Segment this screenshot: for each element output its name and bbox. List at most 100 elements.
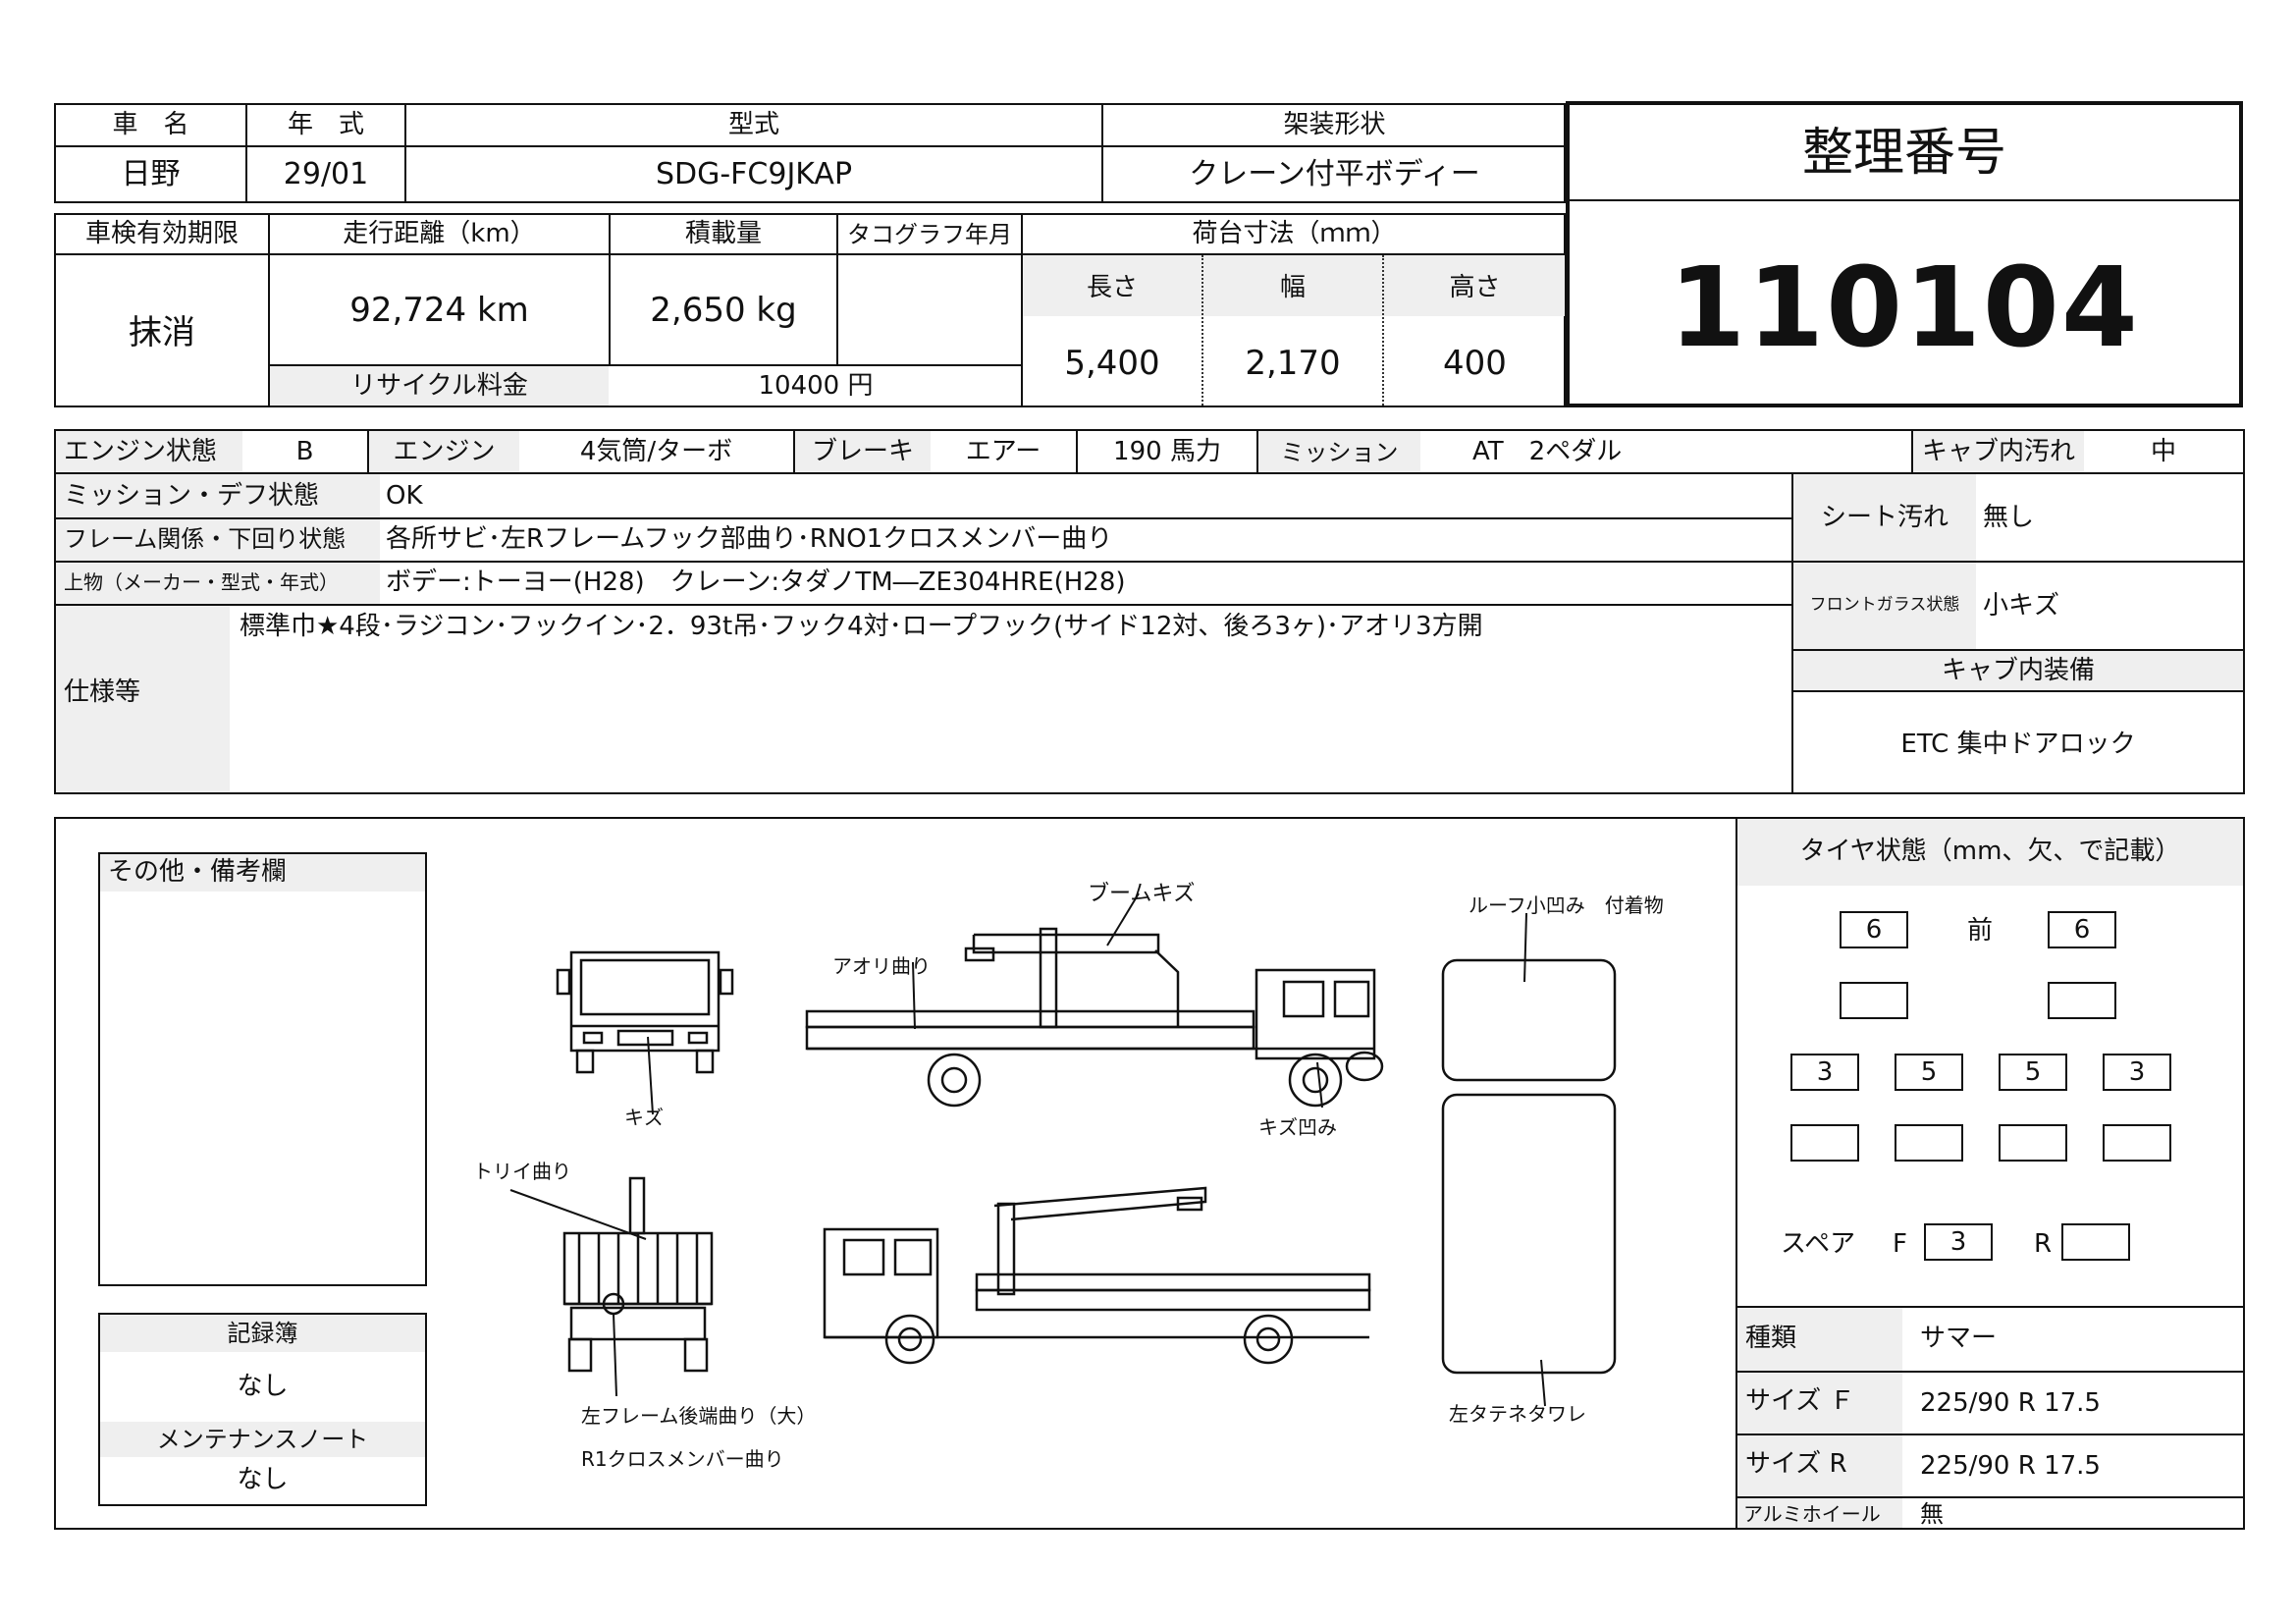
record-label: 記録簿: [227, 1320, 298, 1347]
mission-diff-value: OK: [386, 481, 423, 511]
tire-type-value: サマー: [1920, 1324, 1998, 1353]
spare-rear: [2061, 1223, 2130, 1261]
tire-front-left-inner: [1840, 982, 1908, 1019]
tire-rear-2-inner: [1895, 1124, 1963, 1162]
maintenance-label: メンテナンスノート: [156, 1426, 369, 1453]
tire-rear-2: 5: [1895, 1054, 1963, 1091]
left-frame-label: 左フレーム後端曲り（大）: [581, 1404, 817, 1428]
aori-bend-label: アオリ曲り: [832, 954, 931, 978]
truck-rear-view: [562, 1176, 714, 1373]
tire-title: タイヤ状態（mm、欠、で記載）: [1799, 837, 2181, 866]
horsepower: 190 馬力: [1113, 437, 1221, 466]
tire-rear-1: 3: [1790, 1054, 1859, 1091]
r1-cross-label: R1クロスメンバー曲り: [581, 1447, 784, 1471]
car-name: 日野: [121, 157, 181, 191]
scratch-dent-label: キズ凹み: [1258, 1115, 1337, 1139]
left-tate-label: 左タテネタワレ: [1449, 1402, 1586, 1426]
cab-dirt-value: 中: [2150, 437, 2176, 466]
boom-scratch-label: ブームキズ: [1088, 882, 1196, 906]
tire-type-label: 種類: [1745, 1324, 1797, 1353]
inspection-label: 車検有効期限: [84, 219, 239, 248]
capacity-label: 積載量: [684, 219, 762, 248]
height-value: 400: [1443, 344, 1507, 383]
record-value: なし: [237, 1372, 289, 1401]
truck-side-view-right: [823, 1186, 1371, 1365]
tire-front-right-inner: [2048, 982, 2116, 1019]
year: 29/01: [283, 157, 369, 191]
engine-label: エンジン: [393, 437, 496, 466]
height-label: 高さ: [1449, 273, 1501, 302]
tire-rear-1-inner: [1790, 1124, 1859, 1162]
front-label: 前: [1967, 916, 1994, 946]
mission-value: AT 2ペダル: [1472, 437, 1623, 466]
cab-equip-value: ETC 集中ドアロック: [1900, 730, 2136, 759]
spec-label: 仕様等: [64, 677, 141, 707]
seat-label: シート汚れ: [1820, 503, 1949, 532]
spare-label: スペア: [1781, 1229, 1856, 1259]
mission-label: ミッション: [1280, 439, 1399, 466]
body-label: 架装形状: [1283, 110, 1386, 139]
size-r-value: 225/90 R 17.5: [1920, 1451, 2101, 1481]
cab-dirt-label: キャブ内汚れ: [1921, 437, 2075, 466]
tire-rear-3-inner: [1999, 1124, 2067, 1162]
cab-equip-label: キャブ内装備: [1941, 656, 2095, 685]
frame-value: 各所サビ･左Rフレームフック部曲り･RNO1クロスメンバー曲り: [386, 524, 1113, 554]
tacho-label: タコグラフ年月: [847, 221, 1012, 248]
width-value: 2,170: [1245, 344, 1341, 383]
spare-f-label: F: [1893, 1229, 1907, 1259]
recycle-value: 10400 円: [758, 371, 874, 401]
model-label: 型式: [727, 110, 779, 139]
reference-number: 110104: [1669, 244, 2140, 372]
engine-state-label: エンジン状態: [64, 437, 218, 466]
length-label: 長さ: [1086, 273, 1138, 302]
engine-state-value: B: [295, 437, 314, 466]
scratch-label: キズ: [624, 1106, 664, 1129]
car-name-label: 車 名: [112, 110, 189, 139]
tire-front-right: 6: [2048, 911, 2116, 948]
size-f-value: 225/90 R 17.5: [1920, 1388, 2101, 1418]
mileage-value: 92,724 km: [349, 291, 529, 330]
frame-label: フレーム関係・下回り状態: [64, 525, 347, 553]
upper-label: 上物（メーカー・型式・年式）: [64, 570, 339, 594]
glass-value: 小キズ: [1983, 591, 2060, 621]
size-f-label: サイズ Ｆ: [1745, 1386, 1855, 1416]
truck-side-view-left: [805, 927, 1384, 1108]
brake-value: エアー: [965, 437, 1041, 466]
engine-value: 4気筒/ターボ: [579, 437, 733, 466]
deck-label: 荷台寸法（ｍｍ）: [1192, 219, 1397, 248]
roof-label: ルーフ小凹み 付着物: [1468, 893, 1664, 917]
recycle-label: リサイクル料金: [350, 371, 528, 401]
torii-bend-label: トリイ曲り: [473, 1160, 571, 1183]
truck-diagram: [509, 893, 1617, 1407]
spec-value: 標準巾★4段･ラジコン･フックイン･2．93t吊･フック4対･ロープフック(サイ…: [240, 612, 1483, 641]
tire-front-left: 6: [1840, 911, 1908, 948]
tire-rear-4: 3: [2103, 1054, 2171, 1091]
spare-r-label: R: [2034, 1229, 2053, 1259]
upper-value: ボデー:トーヨー(H28) クレーン:タダノTM―ZE304HRE(H28): [386, 568, 1126, 597]
alu-value: 無: [1920, 1500, 1944, 1528]
capacity-value: 2,650 kg: [650, 291, 797, 330]
mileage-label: 走行距離（km）: [343, 219, 536, 248]
tire-rear-3: 5: [1999, 1054, 2067, 1091]
tire-rear-4-inner: [2103, 1124, 2171, 1162]
alu-label: アルミホイール: [1743, 1502, 1881, 1526]
remarks-box: [98, 852, 427, 1286]
glass-label: フロントガラス状態: [1809, 595, 1960, 615]
maintenance-value: なし: [237, 1465, 289, 1494]
header-table: [54, 103, 1566, 203]
inspection-value: 抹消: [129, 313, 195, 352]
brake-label: ブレーキ: [811, 437, 914, 466]
spare-front: 3: [1924, 1223, 1993, 1261]
length-value: 5,400: [1064, 344, 1160, 383]
model: SDG-FC9JKAP: [655, 157, 853, 191]
body-type: クレーン付平ボディー: [1189, 157, 1480, 191]
truck-front-view: [556, 950, 734, 1074]
remarks-label: その他・備考欄: [108, 857, 288, 887]
reference-label: 整理番号: [1801, 124, 2006, 183]
seat-value: 無し: [1983, 503, 2035, 532]
width-label: 幅: [1279, 273, 1306, 302]
reference-box: [1566, 101, 2243, 407]
mission-diff-label: ミッション・デフ状態: [64, 481, 320, 511]
year-label: 年 式: [287, 110, 364, 139]
truck-top-view: [1441, 958, 1617, 1375]
